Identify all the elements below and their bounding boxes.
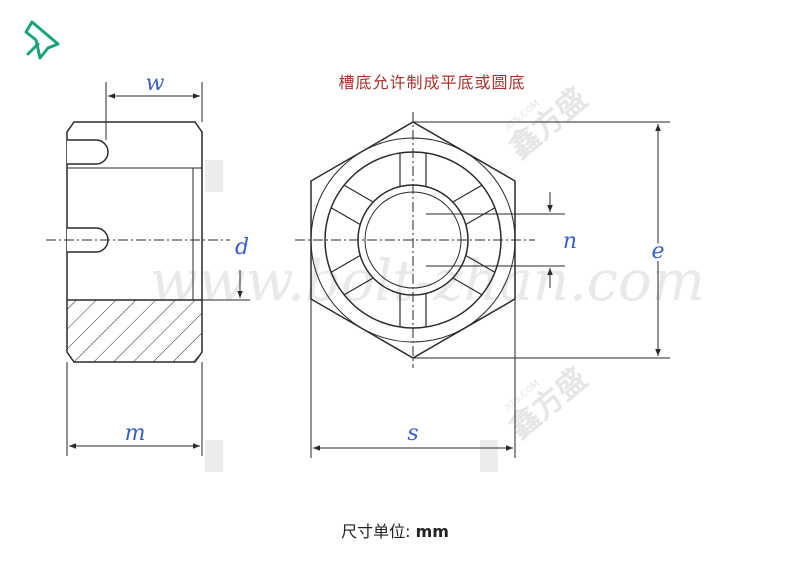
label-e: e xyxy=(651,239,664,264)
label-w: w xyxy=(146,71,165,96)
label-m: m xyxy=(125,421,146,446)
label-s: s xyxy=(407,421,418,446)
caption-unit: mm xyxy=(415,522,449,541)
watermark-url: www.bolt-zhan.com xyxy=(150,249,705,314)
dimension-m xyxy=(66,362,203,456)
pushpin-icon-graphic xyxy=(24,20,60,60)
caption-prefix: 尺寸单位: xyxy=(341,522,416,541)
dimension-s xyxy=(310,299,516,458)
label-d: d xyxy=(235,235,249,260)
front-centerlines xyxy=(295,112,535,368)
dimension-w xyxy=(105,82,203,140)
unit-caption: 尺寸单位: mm xyxy=(0,518,790,542)
dimension-d xyxy=(202,270,250,301)
crown-slots xyxy=(330,153,496,327)
watermark: www.bolt-zhan.com 鑫方盛 XFS.COM 鑫方盛 XFS.CO… xyxy=(150,81,705,472)
drawing-title: 槽底允许制成平底或圆底 xyxy=(338,73,525,92)
label-n: n xyxy=(563,229,577,254)
pushpin-icon[interactable] xyxy=(18,14,68,64)
dimension-n xyxy=(426,192,565,288)
side-view xyxy=(66,121,203,363)
dimension-e xyxy=(413,121,670,359)
